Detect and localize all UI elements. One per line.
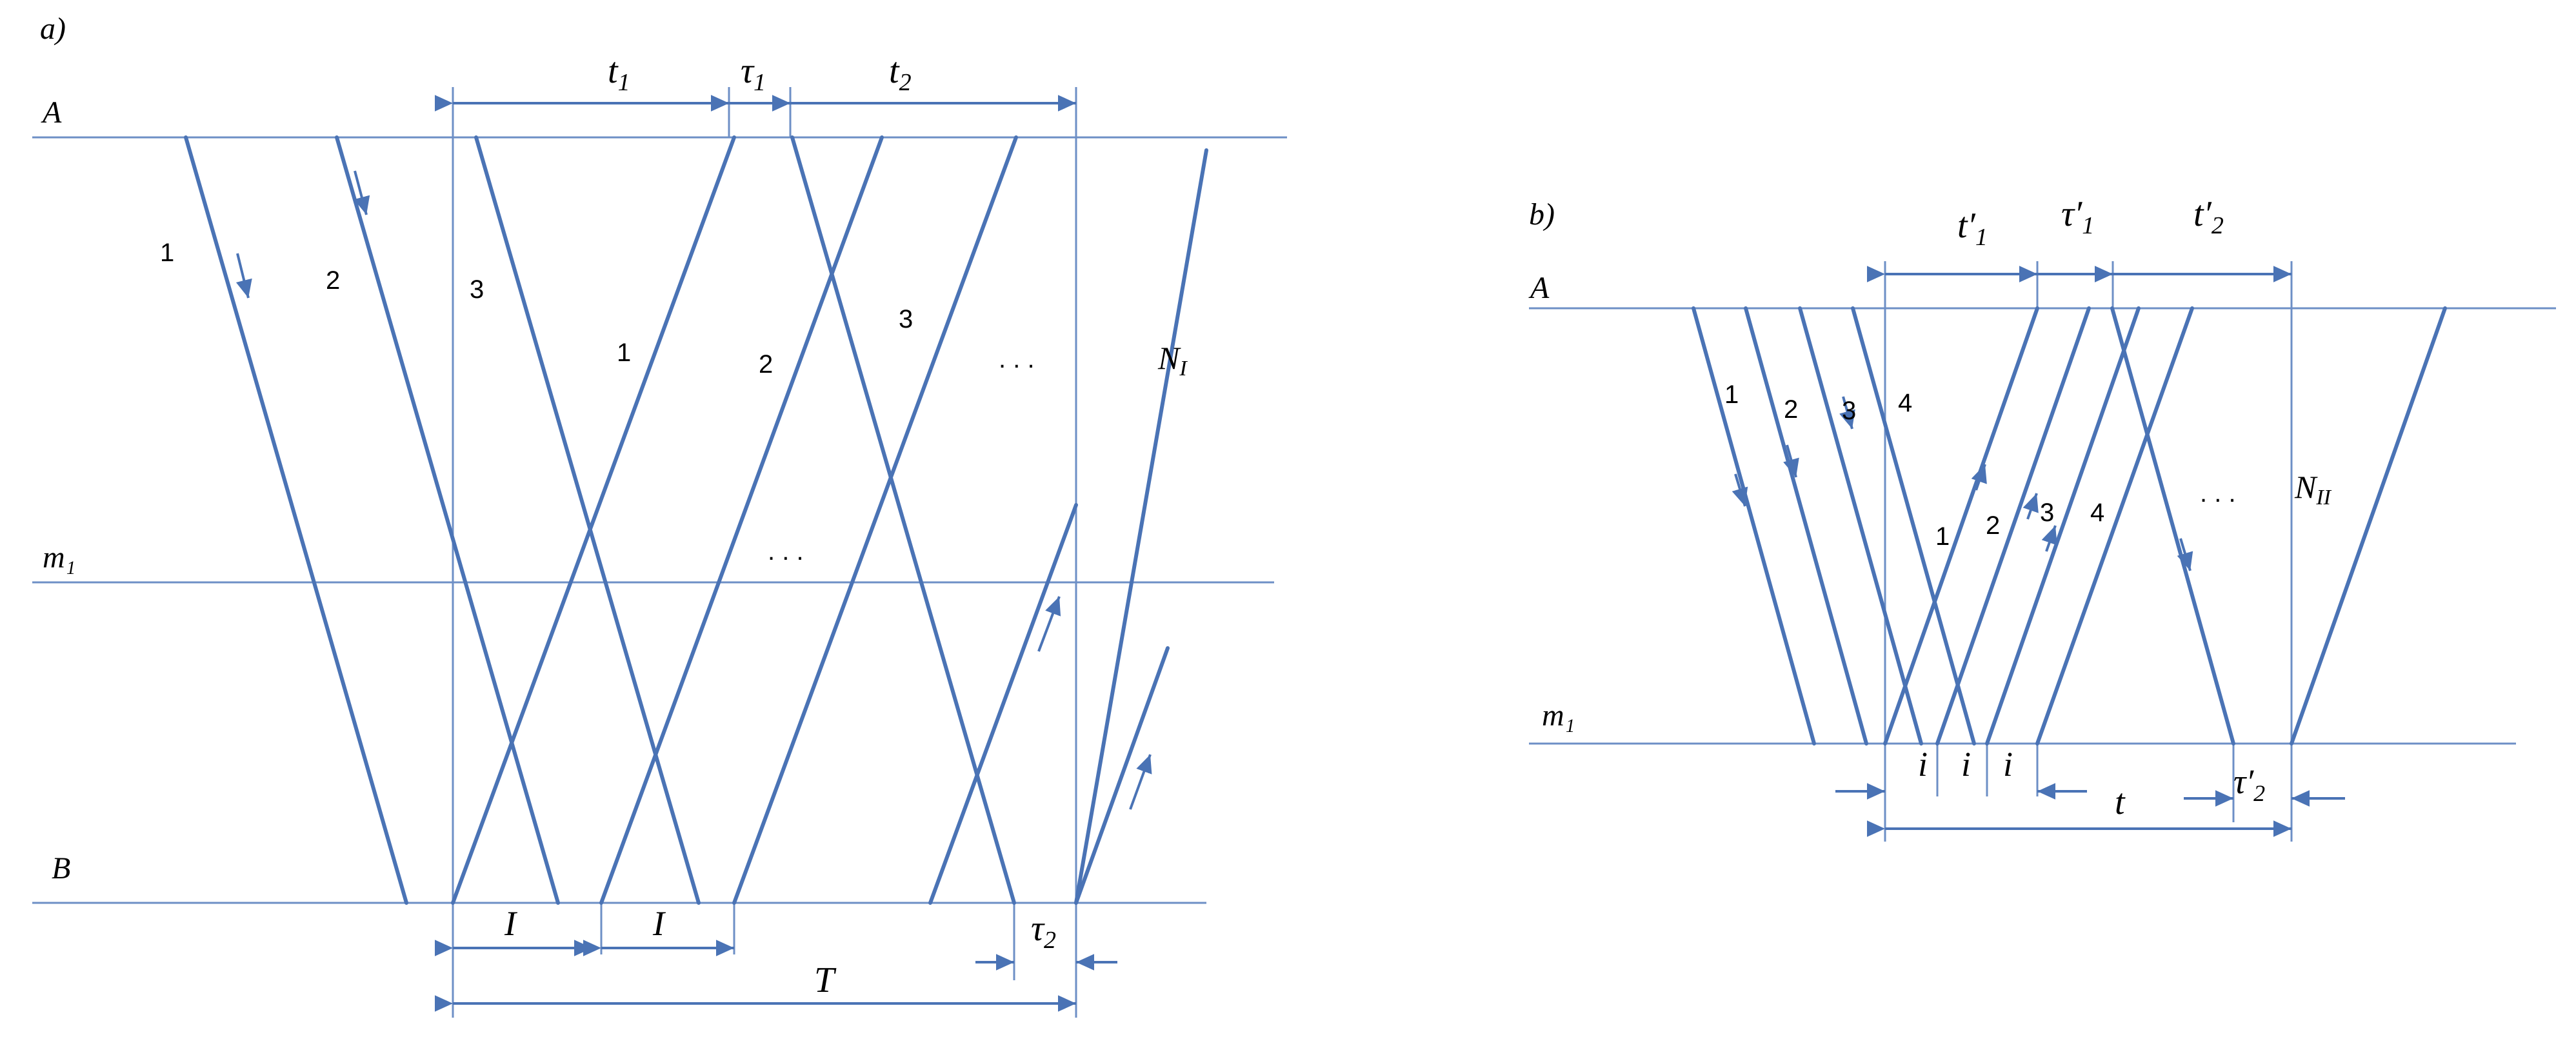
up-train-2 bbox=[1935, 306, 2091, 746]
up-train-4 bbox=[928, 503, 1078, 905]
level-a-label: A bbox=[1528, 271, 1550, 305]
direction-arrow-icon bbox=[2177, 538, 2193, 571]
up-train-2 bbox=[599, 135, 884, 905]
direction-arrow-icon bbox=[2022, 493, 2039, 520]
direction-arrow-icon bbox=[1732, 473, 1748, 507]
up-train-3 bbox=[732, 135, 1018, 905]
level-b-label: B bbox=[52, 851, 70, 885]
direction-arrow-icon bbox=[1971, 464, 1987, 491]
down-train-2 bbox=[335, 135, 560, 905]
down-train-label: 2 bbox=[326, 266, 340, 295]
direction-arrow-icon bbox=[1839, 396, 1855, 430]
down-train-label: 1 bbox=[1724, 380, 1739, 409]
dimension-label-tau1: τ1 bbox=[741, 51, 766, 96]
level-m1-label: m₁ bbox=[43, 540, 75, 575]
down-train-3 bbox=[474, 135, 701, 905]
up-train-label: 3 bbox=[2040, 499, 2054, 527]
down-train-label: 3 bbox=[1842, 397, 1856, 425]
down-train-2 bbox=[1744, 306, 1868, 746]
down-train-1 bbox=[1692, 306, 1816, 746]
dimension-label-t1-prime: t′1 bbox=[1957, 206, 1988, 251]
direction-arrow-icon bbox=[2041, 525, 2057, 552]
down-train-4 bbox=[1851, 306, 1976, 746]
dimension-label-i: i bbox=[1961, 745, 1971, 784]
up-train-1 bbox=[1883, 306, 2039, 746]
up-train-1 bbox=[451, 135, 736, 905]
direction-arrow-icon bbox=[1783, 444, 1799, 478]
down-train-label: 3 bbox=[470, 275, 484, 304]
down-train-label: 4 bbox=[1898, 389, 1912, 417]
up-train-n bbox=[2290, 306, 2447, 746]
level-m1-label: m₁ bbox=[1542, 698, 1575, 733]
dimension-label-T: T bbox=[814, 960, 837, 1000]
direction-arrow-icon bbox=[235, 253, 252, 299]
down-train-4 bbox=[790, 135, 1016, 905]
up-train-n-lower bbox=[1074, 646, 1170, 905]
panel-a-tag: a) bbox=[40, 12, 66, 46]
dimension-label-interval: I bbox=[504, 904, 518, 943]
ellipsis-label: . . . bbox=[2200, 479, 2236, 508]
down-train-1 bbox=[184, 135, 408, 905]
last-train-label: NII bbox=[2294, 469, 2332, 509]
dimension-label-tau1-prime: τ′1 bbox=[2061, 194, 2094, 239]
down-train-5 bbox=[2110, 306, 2235, 746]
down-train-label: 2 bbox=[1784, 395, 1798, 424]
down-train-label: 1 bbox=[160, 239, 174, 267]
level-a-label: A bbox=[41, 95, 62, 130]
ellipsis-label: . . . bbox=[999, 345, 1035, 373]
direction-arrow-icon bbox=[354, 170, 370, 215]
up-train-label: 2 bbox=[759, 350, 773, 379]
dimension-label-t: t bbox=[2115, 782, 2126, 822]
dimension-label-t2-prime: t′2 bbox=[2193, 194, 2224, 239]
up-train-label: 1 bbox=[617, 339, 631, 367]
dimension-label-t1: t1 bbox=[608, 51, 630, 96]
dimension-label-i: i bbox=[1918, 745, 1928, 784]
last-train-label: NI bbox=[1157, 340, 1188, 380]
up-train-label: 2 bbox=[1986, 511, 2000, 540]
ellipsis-label: . . . bbox=[768, 537, 804, 566]
direction-arrow-icon bbox=[1037, 596, 1061, 652]
panel-a: a) A m₁ B 1 2 3 bbox=[32, 12, 1287, 1018]
panel-b: b) A m₁ 1 2 bbox=[1528, 194, 2556, 842]
direction-arrow-icon bbox=[1129, 754, 1152, 810]
dimension-label-tau2-prime: τ′2 bbox=[2233, 762, 2265, 806]
up-train-3 bbox=[1985, 306, 2141, 746]
up-train-label: 4 bbox=[2090, 499, 2104, 527]
down-train-3 bbox=[1798, 306, 1923, 746]
dimension-label-i: i bbox=[2003, 745, 2013, 784]
up-train-4 bbox=[2035, 306, 2194, 746]
up-train-n bbox=[1074, 148, 1208, 905]
dimension-label-tau2: τ2 bbox=[1031, 909, 1056, 954]
panel-b-tag: b) bbox=[1529, 197, 1555, 232]
up-train-label: 1 bbox=[1935, 522, 1950, 551]
dimension-label-t2: t2 bbox=[889, 51, 912, 96]
dimension-label-interval: I bbox=[652, 904, 666, 943]
up-train-label: 3 bbox=[899, 305, 913, 333]
